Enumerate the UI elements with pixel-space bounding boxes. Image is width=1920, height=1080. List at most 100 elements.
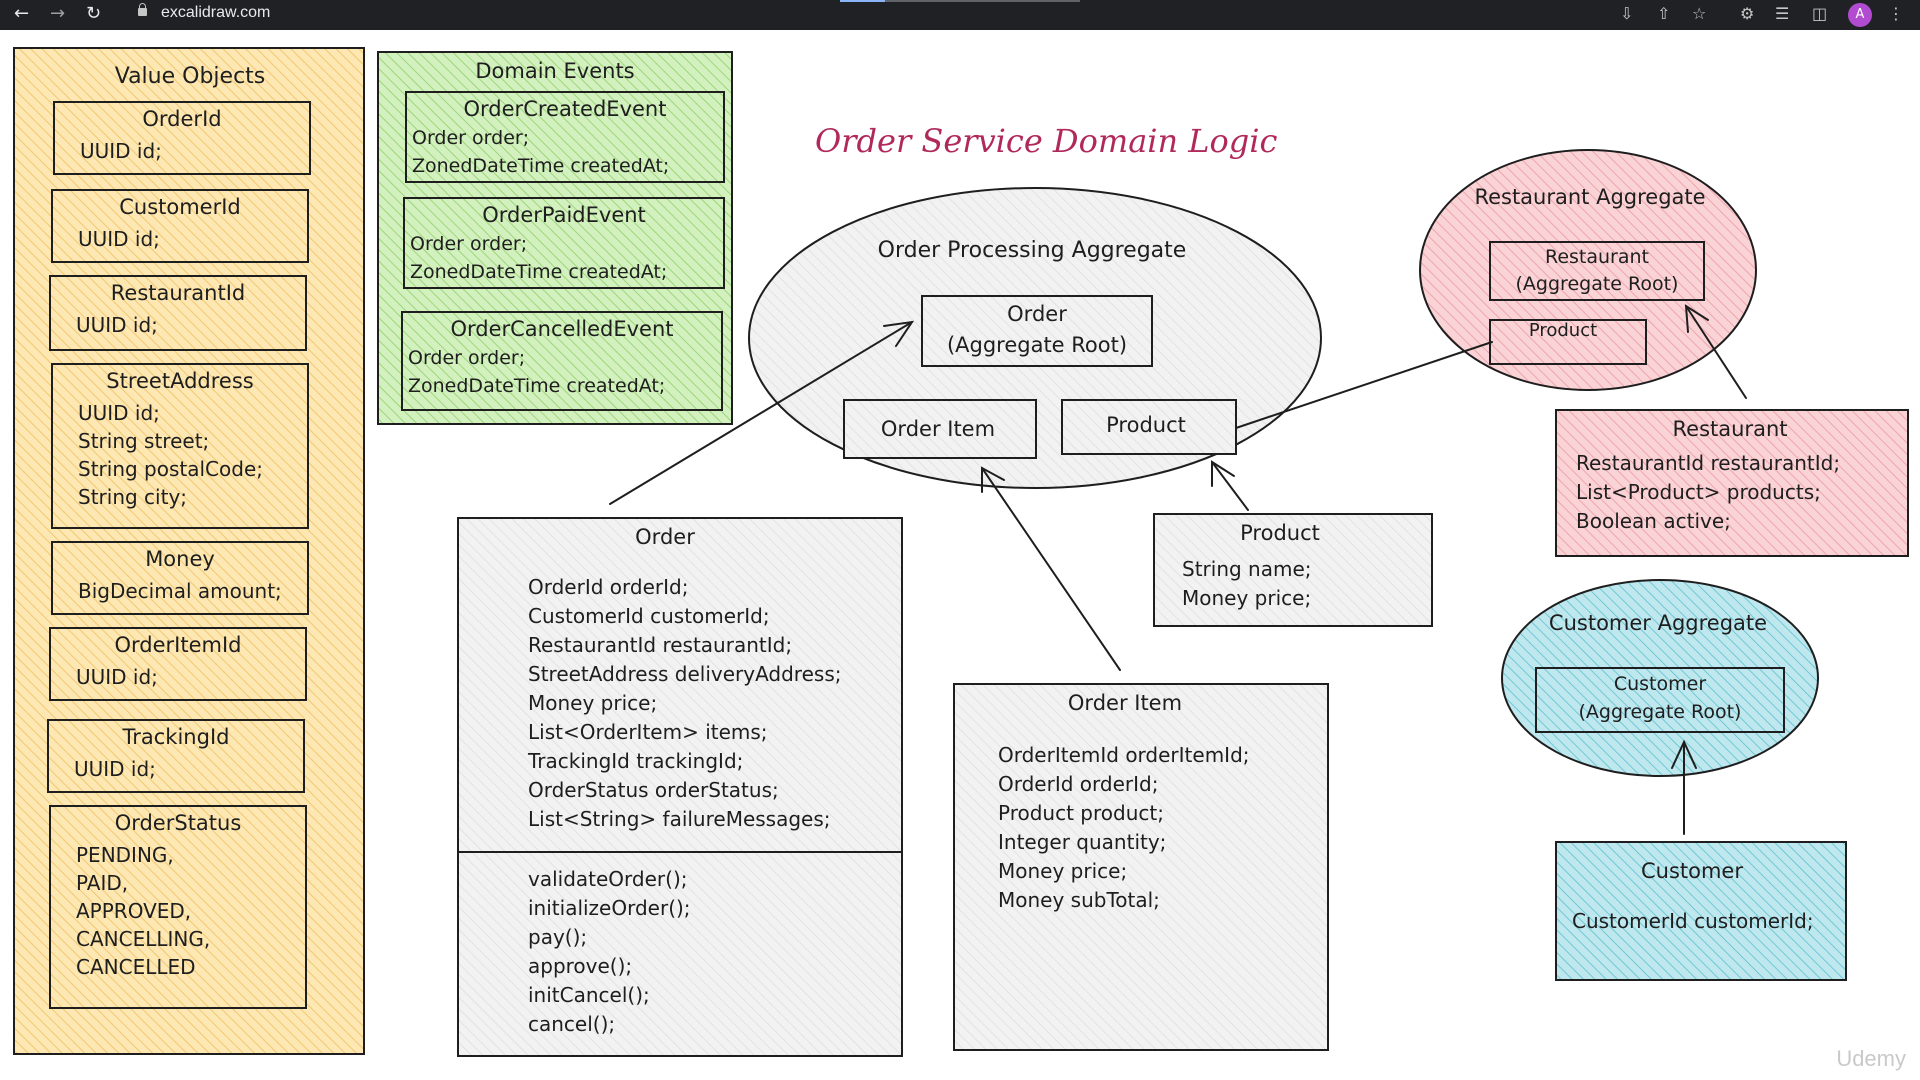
order-item-field: OrderItemId orderItemId; (998, 743, 1250, 767)
restaurant-field: List<Product> products; (1576, 480, 1821, 504)
menu-icon[interactable]: ⋮ (1888, 4, 1904, 23)
order-item-field: OrderId orderId; (998, 772, 1158, 796)
order-field: RestaurantId restaurantId; (528, 633, 792, 657)
line-product-to-restaurant-product (1235, 341, 1493, 429)
domain-event-field: Order order; (410, 233, 527, 255)
arrow-orderitem-to-aggregate (981, 466, 1121, 671)
order-processing-aggregate[interactable]: Order Processing Aggregate Order (Aggreg… (748, 187, 1322, 489)
order-root-box[interactable] (921, 295, 1153, 367)
domain-event-name: OrderCancelledEvent (450, 317, 673, 341)
value-object-name: RestaurantId (111, 281, 246, 305)
order-item-field: Money subTotal; (998, 888, 1160, 912)
value-object-name: OrderItemId (114, 633, 241, 657)
arrow-product-to-aggregate (1211, 460, 1249, 511)
restaurant-root-line1: Restaurant (1545, 246, 1649, 268)
value-object-name: Money (145, 547, 215, 571)
order-method: cancel(); (528, 1012, 615, 1036)
extensions-icon[interactable]: ⚙ (1740, 4, 1755, 23)
lock-icon (138, 3, 147, 16)
order-entity-heading: Order (635, 525, 695, 549)
customer-entity-heading: Customer (1641, 859, 1743, 883)
value-object-field: PAID, (76, 871, 128, 895)
forward-icon[interactable]: → (50, 3, 66, 24)
domain-event-field: Order order; (412, 127, 529, 149)
arrow-order-to-root (609, 320, 915, 505)
address-bar[interactable]: excalidraw.com (135, 4, 270, 22)
domain-diagram: Order Service Domain Logic Value Objects… (13, 47, 1909, 1057)
order-entity[interactable]: Order OrderId orderId;CustomerId custome… (457, 517, 903, 1057)
side-panel-icon[interactable]: ◫ (1812, 4, 1828, 23)
bookmark-star-icon[interactable]: ☆ (1692, 4, 1707, 23)
install-icon[interactable]: ⇩ (1620, 4, 1634, 23)
reload-icon[interactable]: ↻ (86, 3, 102, 24)
value-object-field: UUID id; (76, 665, 158, 689)
order-field: OrderStatus orderStatus; (528, 778, 779, 802)
customer-aggregate[interactable]: Customer Aggregate Customer (Aggregate R… (1501, 579, 1819, 777)
restaurant-field: Boolean active; (1576, 509, 1731, 533)
domain-events-heading: Domain Events (475, 59, 634, 83)
order-item-box[interactable] (843, 399, 1037, 459)
restaurant-entity[interactable]: Restaurant RestaurantId restaurantId; Lis… (1555, 409, 1909, 557)
domain-event-name: OrderPaidEvent (482, 203, 646, 227)
value-object-orderstatus[interactable]: OrderStatusPENDING,PAID,APPROVED,CANCELL… (49, 805, 307, 1009)
value-object-field: String street; (78, 429, 209, 453)
value-object-name: StreetAddress (106, 369, 253, 393)
value-object-field: CANCELLED (76, 955, 196, 979)
customer-aggregate-heading: Customer Aggregate (1549, 611, 1767, 635)
restaurant-product-box[interactable] (1489, 319, 1647, 365)
order-method: initCancel(); (528, 983, 650, 1007)
value-object-field: UUID id; (74, 757, 156, 781)
order-field: StreetAddress deliveryAddress; (528, 662, 841, 686)
restaurant-aggregate[interactable]: Restaurant Aggregate Restaurant (Aggrega… (1419, 149, 1757, 391)
profile-avatar[interactable]: A (1848, 3, 1872, 27)
restaurant-aggregate-heading: Restaurant Aggregate (1474, 185, 1705, 209)
order-item-field: Integer quantity; (998, 830, 1166, 854)
order-method: validateOrder(); (528, 867, 687, 891)
browser-toolbar: ← → ↻ excalidraw.com ⇩ ⇧ ☆ ⚙ ☰ ◫ A ⋮ (0, 0, 1920, 30)
value-object-field: String postalCode; (78, 457, 263, 481)
value-object-field: UUID id; (78, 401, 160, 425)
udemy-watermark: Udemy (1836, 1046, 1906, 1071)
customer-root-box[interactable] (1535, 667, 1785, 733)
customer-entity[interactable]: Customer CustomerId customerId; (1555, 841, 1847, 981)
value-object-field: APPROVED, (76, 899, 191, 923)
diagram-title: Order Service Domain Logic (815, 122, 1278, 160)
order-processing-heading: Order Processing Aggregate (878, 238, 1187, 263)
share-icon[interactable]: ⇧ (1657, 4, 1671, 23)
order-field: List<String> failureMessages; (528, 807, 831, 831)
value-object-name: CustomerId (119, 195, 241, 219)
domain-event-name: OrderCreatedEvent (464, 97, 667, 121)
domain-event-field: ZonedDateTime createdAt; (408, 375, 665, 397)
order-method: initializeOrder(); (528, 896, 691, 920)
order-item-entity-heading: Order Item (1068, 691, 1182, 715)
product-entity[interactable]: Product String name;Money price; (1153, 513, 1433, 627)
product-entity-heading: Product (1240, 521, 1320, 545)
order-item-entity[interactable]: Order Item OrderItemId orderItemId; Order… (953, 683, 1329, 1051)
restaurant-field: RestaurantId restaurantId; (1576, 451, 1840, 475)
reading-list-icon[interactable]: ☰ (1775, 4, 1790, 23)
restaurant-root-box[interactable] (1489, 241, 1705, 301)
domain-event-field: ZonedDateTime createdAt; (412, 155, 669, 177)
value-object-field: CANCELLING, (76, 927, 210, 951)
order-field: Money price; (528, 691, 657, 715)
product-ref-box[interactable] (1061, 399, 1237, 455)
back-icon[interactable]: ← (14, 3, 30, 24)
value-object-field: String city; (78, 485, 187, 509)
domain-event-field: Order order; (408, 347, 525, 369)
excalidraw-canvas[interactable]: Order Service Domain Logic Value Objects… (0, 30, 1920, 1080)
restaurant-entity-heading: Restaurant (1673, 417, 1788, 441)
customer-root-line1: Customer (1614, 673, 1706, 695)
order-item-field: Money price; (998, 859, 1127, 883)
